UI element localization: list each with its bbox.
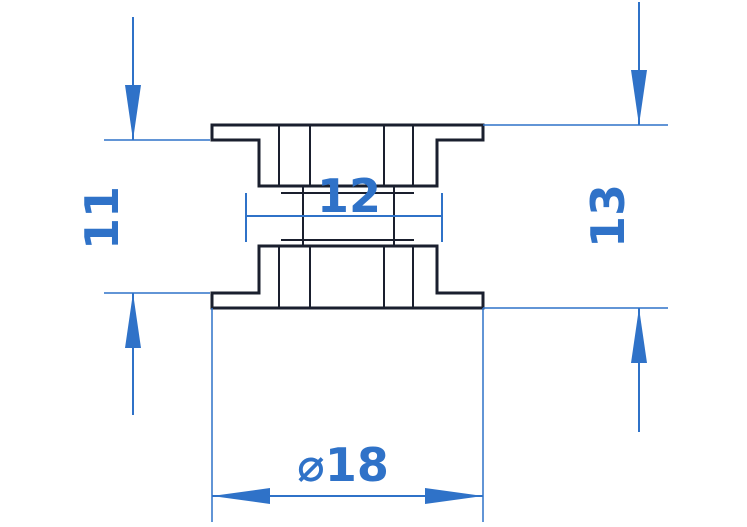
arrow-11-top <box>125 85 141 140</box>
dimension-label-11: 11 <box>75 186 129 250</box>
arrow-11-bottom <box>125 293 141 348</box>
dimension-label-diameter-18: ⌀18 <box>297 438 389 492</box>
pulley-bottom-profile <box>210 244 485 310</box>
arrow-18-left <box>212 488 270 504</box>
dimension-label-13: 13 <box>581 184 635 248</box>
dimension-label-12: 12 <box>317 169 381 223</box>
arrow-18-right <box>425 488 483 504</box>
arrow-13-top <box>631 70 647 125</box>
dimension-12: 12 <box>245 169 443 242</box>
arrow-13-bottom <box>631 308 647 363</box>
dimension-18: ⌀18 <box>211 308 484 522</box>
dimension-11: 11 <box>75 17 210 415</box>
dimension-13: 13 <box>483 2 668 432</box>
pulley-outline <box>210 123 485 310</box>
pulley-top-profile <box>210 123 485 188</box>
